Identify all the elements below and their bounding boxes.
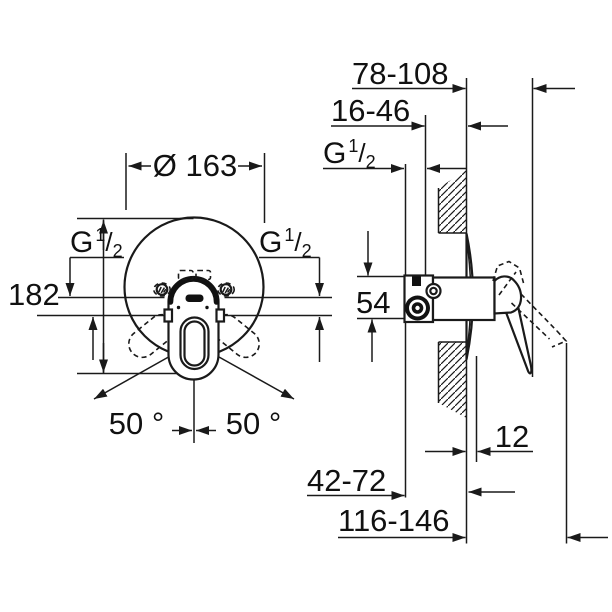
depth-range-label: 78-108	[352, 56, 449, 91]
lever-handle-front	[163, 275, 226, 381]
dim-body-height: 54	[356, 231, 405, 362]
dim-plate-thickness: 12	[425, 419, 533, 456]
angle-left-label: 50 °	[109, 406, 165, 441]
valve-screw-port	[425, 282, 442, 300]
angle-construction: 50 ° 50 °	[93, 356, 295, 443]
rough-in-label: 16-46	[331, 93, 410, 128]
wall-hatch-upper	[438, 170, 467, 233]
dim-depth-range: 78-108	[352, 56, 575, 93]
dim-total-projection: 116-146	[338, 503, 608, 542]
plate-thickness-label: 12	[495, 419, 529, 454]
handle-dot-left	[176, 305, 181, 310]
diameter-label: Ø 163	[153, 148, 237, 183]
height-label: 182	[8, 277, 60, 312]
concealed-valve-body	[403, 274, 496, 324]
projection-reference-lines	[531, 78, 568, 544]
port-tab-right	[215, 308, 226, 323]
valve-cartridge-housing	[431, 276, 496, 322]
handle-cap	[167, 276, 220, 305]
mounting-screw-left	[153, 282, 172, 297]
port-tab-left	[163, 308, 174, 323]
dim-diameter: Ø 163	[125, 148, 266, 223]
body-height-label: 54	[356, 285, 390, 320]
dim-rough-in-range: 16-46	[331, 93, 508, 131]
handle-body	[167, 275, 220, 381]
wall-hatch-lower	[438, 342, 467, 418]
handle-cap-side	[493, 275, 523, 315]
angle-right-label: 50 °	[226, 406, 282, 441]
handle-raised-position-dashed	[492, 260, 568, 348]
valve-stop-detail	[412, 276, 421, 286]
mounting-screw-right	[217, 282, 236, 297]
hidden-detail-ears	[177, 269, 212, 281]
wall-depth-label: 42-72	[307, 463, 386, 498]
reference-lines	[404, 78, 478, 544]
supply-port	[405, 295, 430, 321]
lever-handle-side	[492, 260, 568, 375]
dim-wall-depth-range: 42-72	[307, 463, 515, 500]
dim-height: 182	[8, 217, 194, 375]
port-centerlines	[37, 296, 332, 317]
handle-grip-outer	[179, 316, 210, 371]
handle-dot-right	[205, 305, 209, 310]
total-projection-label: 116-146	[338, 503, 449, 538]
wall-section	[437, 170, 467, 418]
handle-button	[185, 294, 204, 302]
handle-lever-blade	[504, 296, 533, 375]
handle-grip-inner	[183, 320, 206, 367]
